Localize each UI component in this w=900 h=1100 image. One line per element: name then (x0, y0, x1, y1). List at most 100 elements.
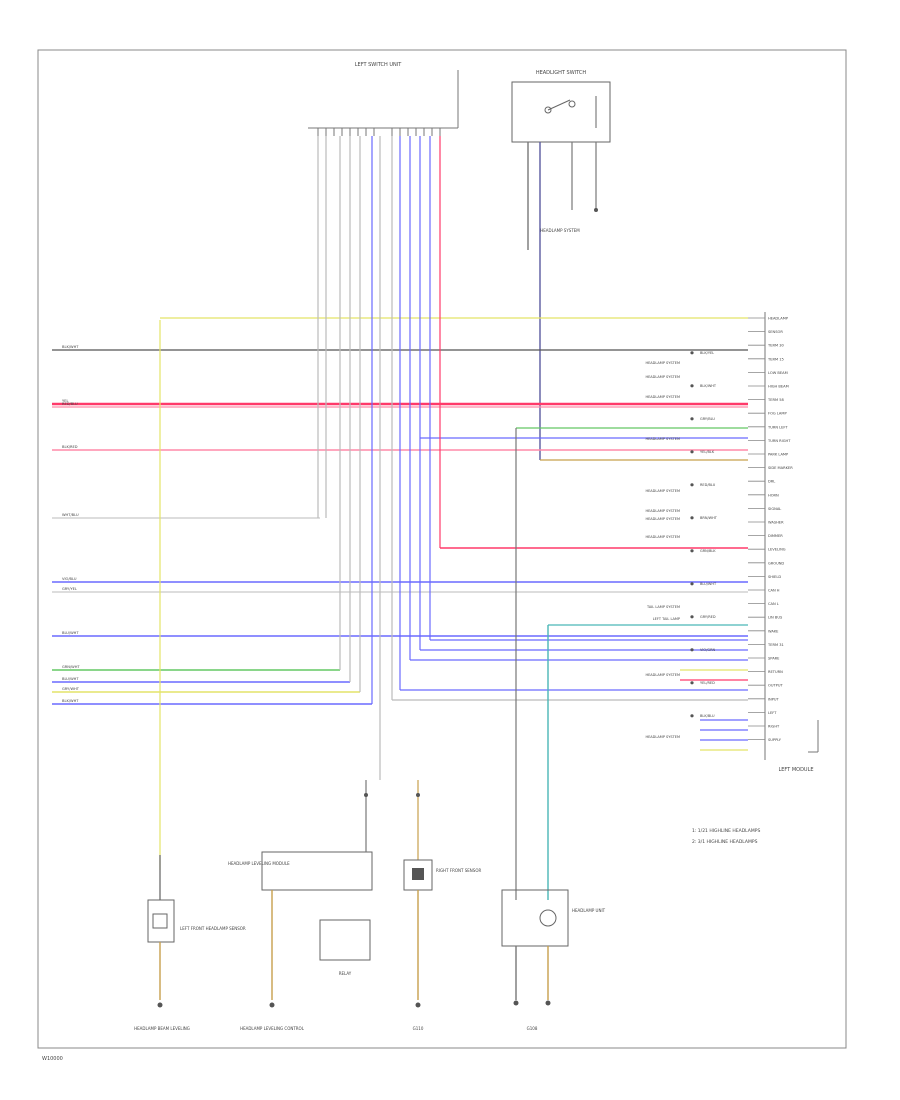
right-pin-label: LIN BUS (768, 616, 783, 620)
left-wire-label: RED/BLU (62, 402, 78, 406)
right-pin-label: OUTPUT (768, 684, 783, 688)
right-wire-label: BLU/WHT (700, 582, 717, 586)
right-pin-label: TERM 31 (767, 643, 784, 647)
bottom-label-2: HEADLAMP LEVELING CONTROL (240, 1026, 305, 1031)
right-pin-label: INPUT (768, 697, 780, 701)
relay-label: RELAY (339, 971, 352, 976)
side-label: HEADLAMP SYSTEM (645, 509, 680, 513)
switch-unit-title: LEFT SWITCH UNIT (355, 62, 402, 68)
right-pin-label: HIGH BEAM (768, 385, 789, 389)
splice-dot (690, 351, 694, 355)
right-pin-label: HORN (768, 493, 779, 497)
side-label: HEADLAMP SYSTEM (645, 673, 680, 677)
right-wire-label: BRN/WHT (700, 516, 718, 520)
right-pin-label: LOW BEAM (768, 371, 788, 375)
side-label: TAIL LAMP SYSTEM (646, 605, 680, 609)
right-wire-label: VIO/GRN (700, 648, 716, 652)
right-front-sensor: RIGHT FRONT SENSOR G110 (403, 780, 481, 1031)
right-pin-label: WASHER (768, 521, 784, 525)
right-wire-label: RED/BLU (700, 483, 716, 487)
right-pin-label: FOG LAMP (768, 412, 787, 416)
headlamp-unit: HEADLAMP UNIT G108 (501, 428, 606, 1031)
connector-side-labels: HEADLAMP SYSTEM HEADLAMP SYSTEM HEADLAMP S… (645, 361, 680, 739)
wire-harness (52, 136, 748, 780)
right-pin-label: TURN RIGHT (767, 439, 791, 443)
right-pin-label: SUPPLY (768, 738, 782, 742)
splice-dot (690, 681, 694, 685)
right-pin-label: TERM 58 (767, 398, 784, 402)
right-wire-label: YEL/BLK (700, 450, 715, 454)
splice-dot (690, 450, 694, 454)
splice-dot (690, 549, 694, 553)
splice-dot (690, 417, 694, 421)
right-pin-label: CAN L (768, 602, 779, 606)
splice-dot (690, 582, 694, 586)
left-wire-label: WHT/BLU (62, 513, 79, 517)
side-label: HEADLAMP SYSTEM (645, 437, 680, 441)
left-wire-label: YEL (62, 399, 68, 403)
right-pin-label: LEVELING (768, 548, 786, 552)
headlight-switch-title: HEADLIGHT SWITCH (536, 70, 587, 76)
left-wire-label: GRY/YEL (62, 587, 77, 591)
switch-pin-row (317, 128, 441, 136)
right-pin-label: DRL (768, 480, 775, 484)
left-wire-label: BLK/WHT (62, 699, 79, 703)
headlamp-leveling-module: HEADLAMP LEVELING MODULE RELAY HEADLAMP … (228, 780, 373, 1031)
right-pin-label: HEADLAMP (768, 317, 789, 321)
left-wire-label: BLK/RED (62, 445, 78, 449)
splice-dot (690, 714, 694, 718)
left-wire-label: VIO/BLU (62, 577, 77, 581)
corner-code: W10000 (42, 1056, 63, 1062)
right-pin-label: TERM 30 (767, 344, 784, 348)
side-label: HEADLAMP SYSTEM (645, 375, 680, 379)
right-pin-label: GROUND (768, 561, 784, 565)
side-label: HEADLAMP SYSTEM (645, 535, 680, 539)
right-pin-label: SHIELD (768, 575, 781, 579)
splice-dot (690, 384, 694, 388)
right-pin-label: WAKE (768, 629, 779, 633)
right-wire-label: GRN/BLK (700, 549, 716, 553)
svg-text:HEADLAMP SYSTEM: HEADLAMP SYSTEM (540, 228, 580, 233)
splice-dot (690, 483, 694, 487)
right-module-label: LEFT MODULE (778, 767, 813, 773)
right-wire-label: YEL/RED (700, 681, 715, 685)
splice-dot (690, 516, 694, 520)
left-front-sensor: LEFT FRONT HEADLAMP SENSOR HEADLAMP BEAM… (134, 855, 246, 1031)
right-pin-label: SIGNAL (768, 507, 781, 511)
side-label: HEADLAMP SYSTEM (645, 517, 680, 521)
left-sensor-label: LEFT FRONT HEADLAMP SENSOR (180, 926, 246, 931)
side-label: LEFT TAIL LAMP (653, 617, 680, 621)
bottom-label-1: HEADLAMP BEAM LEVELING (134, 1026, 190, 1031)
ground-label-2: G108 (527, 1026, 538, 1031)
right-pin-label: SPARE (768, 657, 780, 661)
side-label: HEADLAMP SYSTEM (645, 395, 680, 399)
note-2: 2: 3/1 HIGHLINE HEADLAMPS (692, 839, 758, 845)
headlamp-unit-label: HEADLAMP UNIT (572, 908, 606, 913)
right-pin-label: PARK LAMP (768, 453, 789, 457)
left-wire-label: BLK/WHT (62, 345, 79, 349)
right-wire-label: BLK/YEL (700, 351, 714, 355)
splice-dot (690, 648, 694, 652)
right-pin-label: TERM 15 (767, 357, 784, 361)
side-label: HEADLAMP SYSTEM (645, 735, 680, 739)
right-wire-label: GRY/RED (700, 615, 716, 619)
side-label: HEADLAMP SYSTEM (645, 489, 680, 493)
right-pin-label: LEFT (768, 711, 777, 715)
ground-label-1: G110 (413, 1026, 424, 1031)
right-pin-label: CAN H (768, 589, 780, 593)
headlight-switch: HEADLIGHT SWITCH HEADLAMP SYSTEM (511, 70, 611, 460)
left-wire-label: GRN/WHT (62, 665, 80, 669)
splice-dot (690, 615, 694, 619)
right-pin-label: DIMMER (768, 534, 783, 538)
right-wire-label: BLK/BLU (700, 714, 715, 718)
left-wire-label: BLU/WHT (62, 631, 79, 635)
right-pin-label: SIDE MARKER (768, 466, 793, 470)
diagram-notes: 1: 1/21 HIGHLINE HEADLAMPS 2: 3/1 HIGHLI… (692, 828, 760, 845)
right-wire-label: GRY/BLU (700, 417, 715, 421)
left-switch-unit: LEFT SWITCH UNIT (308, 62, 459, 136)
right-sensor-label: RIGHT FRONT SENSOR (436, 868, 481, 873)
